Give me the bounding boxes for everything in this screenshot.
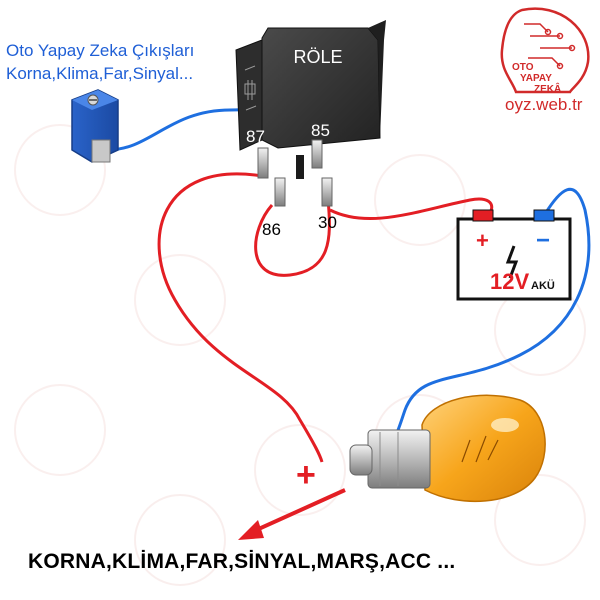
terminal-connector (71, 89, 119, 163)
logo-text-2: YAPAY (520, 73, 552, 84)
logo: OTO YAPAY ZEKÂ (500, 7, 590, 95)
relay-title: RÖLE (293, 47, 342, 67)
battery-voltage: 12V (490, 269, 529, 294)
output-arrow-head-icon (238, 520, 264, 540)
wire-30-to-battery-plus (329, 197, 494, 221)
logo-text-1: OTO (512, 62, 534, 73)
wire-battery-minus-to-bulb (379, 187, 591, 457)
battery-minus-sign: − (536, 227, 550, 254)
lightning-icon (505, 245, 519, 279)
pin-85-blade (311, 139, 323, 169)
ai-head-circuit-icon (500, 7, 590, 94)
pin-86-label: 86 (262, 220, 281, 239)
pin-86-blade (274, 177, 286, 207)
bulb-lamp (349, 394, 546, 503)
output-list-label: KORNA,KLİMA,FAR,SİNYAL,MARŞ,ACC ... (28, 550, 456, 573)
logo-url[interactable]: oyz.web.tr (505, 95, 583, 114)
battery-plus-sign: + (476, 228, 489, 253)
watermark-pattern (14, 124, 586, 586)
pin-87-blade (257, 147, 269, 179)
pin-85-label: 85 (311, 121, 330, 140)
battery (456, 209, 572, 301)
pin-30-blade (321, 177, 333, 207)
relay-body (235, 20, 386, 207)
battery-label: AKÜ (531, 279, 555, 292)
bulb-base (367, 429, 431, 489)
logo-text-3: ZEKÂ (534, 82, 561, 95)
output-arrow-line (251, 488, 346, 534)
wire-86-to-30 (254, 199, 331, 277)
header-line-1: Oto Yapay Zeka Çıkışları (6, 41, 195, 60)
pin-30-label: 30 (318, 213, 337, 232)
pin-87-label: 87 (246, 127, 265, 146)
wire-87-to-load (157, 172, 324, 463)
header-line-2: Korna,Klima,Far,Sinyal... (6, 64, 194, 83)
load-plus-sign: + (296, 456, 316, 494)
